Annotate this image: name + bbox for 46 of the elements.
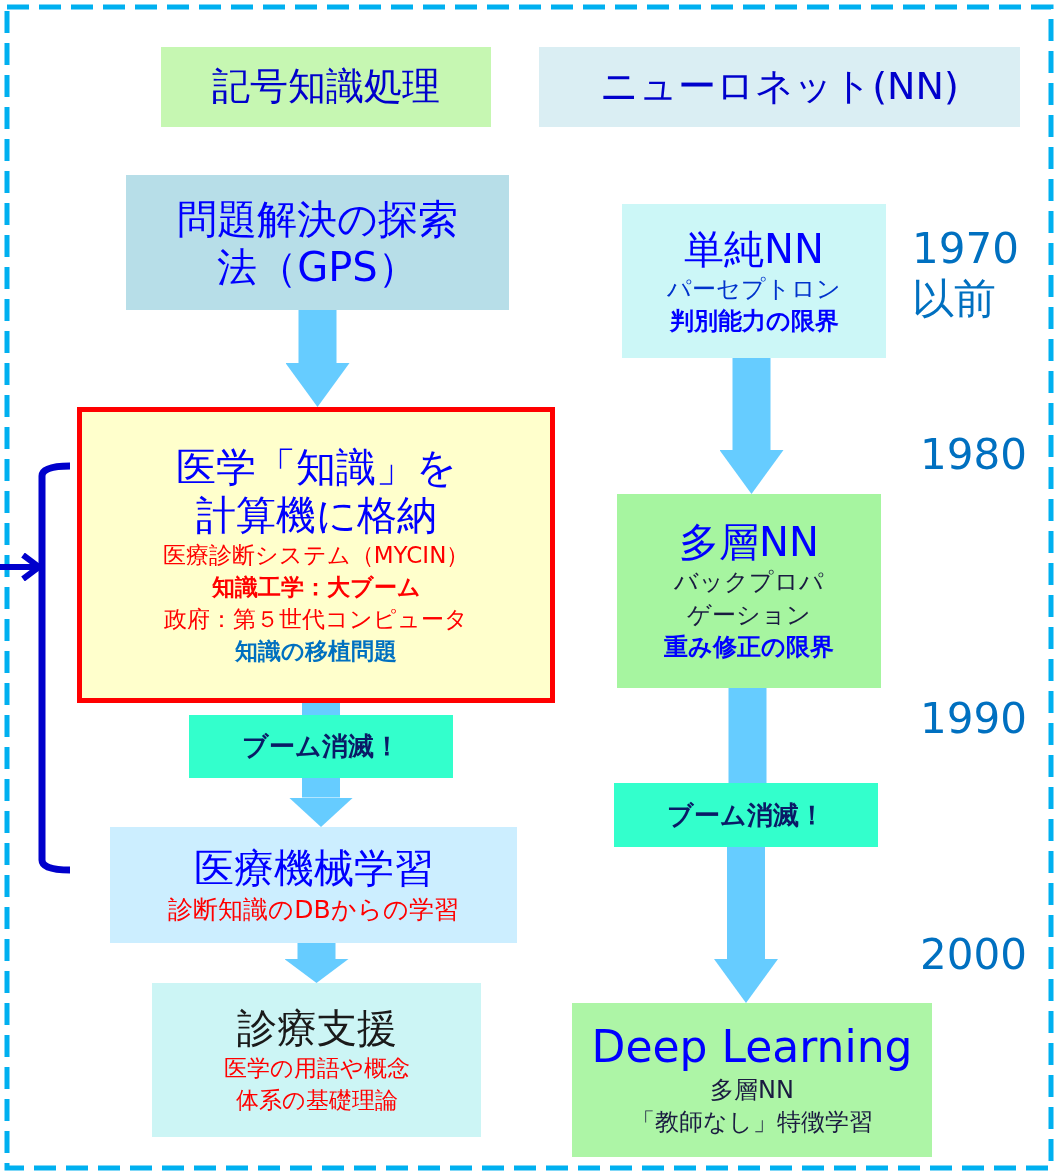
box-subtitle: パーセプトロン: [667, 273, 841, 305]
process-box: [126, 175, 509, 310]
box-subtitle: 重み修正の限界: [664, 632, 834, 664]
process-box: [110, 827, 517, 943]
box-subtitle: 医療診断システム（MYCIN）: [162, 540, 470, 570]
box-title: ニューロネット(NN): [600, 64, 959, 110]
arrow: [285, 310, 350, 407]
year-label: 1990: [920, 698, 1027, 740]
box-title: 単純NN: [684, 224, 824, 273]
box-subtitle: 判別能力の限界: [669, 306, 839, 337]
arrow: [289, 778, 353, 827]
box-note: 政府：第５世代コンピュータ: [164, 605, 468, 634]
year-label: 1970: [912, 228, 1019, 270]
note-box: [189, 715, 453, 778]
header-box: [161, 47, 491, 127]
box-subtitle: 「教師なし」特徴学習: [631, 1107, 873, 1139]
arrow: [0, 552, 42, 582]
box-subtitle: 診断知識のDBからの学習: [168, 893, 459, 926]
year-label: 以前: [912, 278, 996, 320]
box-title: 記号知識処理: [212, 64, 440, 110]
box-title: 多層NN: [679, 518, 819, 567]
arrow: [714, 847, 778, 1003]
box-subtitle: 医学の用語や概念体系の基礎理論: [222, 1053, 411, 1115]
box-title: 問題解決の探索法（GPS）: [176, 194, 459, 291]
box-title: 医療機械学習: [193, 843, 434, 892]
box-title: 診療支援: [236, 1003, 397, 1052]
box-subtitle: バックプロパゲーション: [673, 567, 825, 631]
process-box: [617, 494, 881, 688]
box-title: ブーム消滅！: [667, 798, 825, 832]
box-note: 知識工学：大ブーム: [211, 572, 421, 602]
bracket: [36, 462, 72, 874]
year-label: 2000: [920, 934, 1027, 976]
box-subtitle: 多層NN: [710, 1075, 794, 1106]
process-box: [152, 983, 481, 1137]
note-box: [614, 783, 878, 847]
header-box: [539, 47, 1020, 127]
process-box: [572, 1003, 932, 1157]
box-title: ブーム消滅！: [242, 730, 400, 763]
box-title: 医学「知識」を計算機に格納: [174, 442, 458, 539]
year-label: 1980: [920, 434, 1027, 476]
arrow: [719, 358, 784, 494]
process-box: [622, 204, 886, 358]
highlighted-box: [77, 407, 555, 703]
arrow: [284, 943, 349, 983]
box-title: Deep Learning: [591, 1021, 913, 1074]
box-note: 知識の移植問題: [235, 637, 397, 667]
